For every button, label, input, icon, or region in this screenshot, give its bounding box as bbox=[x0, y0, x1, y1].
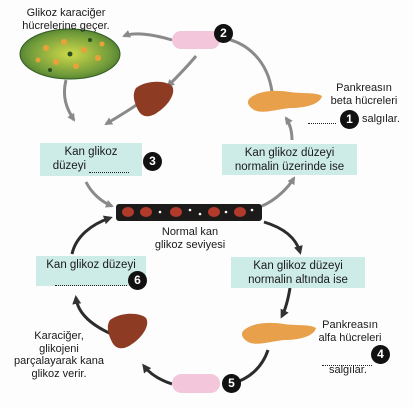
arrow-liver-to-box3 bbox=[104, 102, 139, 126]
vessel-caption: Normal kan glikoz seviyesi bbox=[154, 226, 226, 251]
arrow-liver-cells-to-box3 bbox=[62, 79, 76, 122]
arrow-pancreas-to-capsule bbox=[220, 34, 274, 93]
liver-glycogen-caption: Karaciğer, glikojeni parçalayarak kana g… bbox=[14, 330, 104, 380]
arrow-box-below-to-pancreas-alpha bbox=[280, 287, 292, 319]
badge-1: 1 bbox=[340, 110, 359, 129]
arrow-box3-to-vessel bbox=[84, 181, 114, 208]
arrow-box-above-to-pancreas bbox=[284, 116, 294, 141]
arrow-capsule-to-liver-bottom bbox=[142, 363, 173, 386]
blank-3 bbox=[89, 164, 130, 173]
badge-6: 6 bbox=[128, 271, 147, 290]
badge-2: 2 bbox=[214, 24, 233, 43]
box-above-normal: Kan glikoz düzeyi normalin üzerinde ise bbox=[222, 144, 357, 175]
pancreas-alpha-image bbox=[241, 322, 316, 344]
badge-3: 3 bbox=[143, 152, 162, 171]
badge-4: 4 bbox=[371, 345, 390, 364]
liver-top-image bbox=[133, 81, 174, 117]
blank-4 bbox=[322, 357, 372, 366]
arrow-vessel-to-box-above bbox=[261, 176, 296, 208]
box-low-glucose-line2: düzeyi bbox=[40, 159, 142, 173]
badge-5: 5 bbox=[222, 374, 241, 393]
pancreas-alpha-suffix: salgılar. bbox=[329, 364, 367, 376]
blank-1 bbox=[308, 115, 336, 124]
liver-cells-image bbox=[19, 28, 121, 80]
pancreas-alpha-caption: Pankreasın alfa hücreleri bbox=[318, 319, 382, 344]
pancreas-beta-caption: Pankreasın beta hücreleri bbox=[330, 82, 398, 107]
insulin-capsule bbox=[172, 31, 220, 49]
liver-cells-caption: Glikoz karaciğer hücrelerine geçer. bbox=[22, 7, 110, 32]
arrow-box6-to-vessel bbox=[70, 215, 113, 255]
arrow-capsule-to-liver bbox=[166, 55, 198, 88]
arrow-vessel-to-box-below bbox=[263, 220, 303, 255]
liver-bottom-image bbox=[107, 313, 148, 349]
arrow-capsule-to-liver-cells bbox=[122, 30, 173, 42]
glucagon-capsule bbox=[172, 374, 220, 393]
box-below-normal: Kan glikoz düzeyi normalin altında ise bbox=[231, 257, 365, 288]
blood-vessel-image bbox=[116, 204, 262, 221]
pancreas-beta-blank-line bbox=[308, 111, 336, 124]
box-glucose-level: Kan glikoz düzeyi bbox=[36, 256, 146, 286]
blank-6 bbox=[55, 277, 127, 286]
box-low-glucose: Kan glikoz düzeyi bbox=[40, 143, 142, 176]
pancreas-beta-suffix: salgılar. bbox=[362, 113, 400, 125]
pancreas-beta-image bbox=[247, 90, 322, 112]
pancreas-alpha-blank-line bbox=[322, 348, 372, 366]
